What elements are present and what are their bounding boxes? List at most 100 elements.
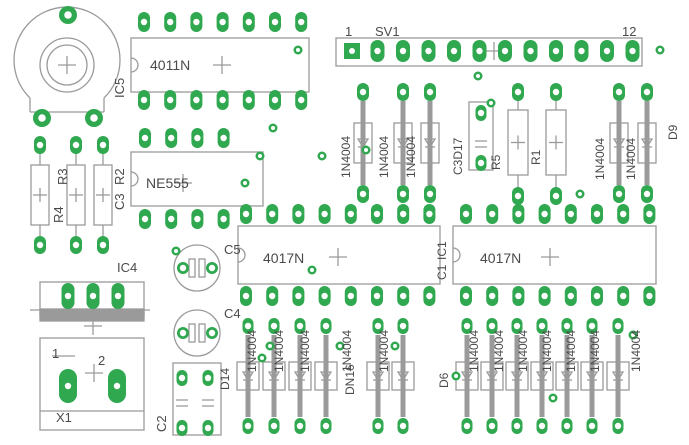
drill-hole — [89, 292, 97, 300]
drill-hole — [477, 159, 485, 167]
header-body — [335, 37, 643, 67]
drill-hole — [588, 422, 596, 430]
drill-hole — [567, 210, 574, 218]
drill-hole — [426, 190, 434, 198]
drill-hole — [244, 422, 252, 430]
drill-hole — [488, 322, 496, 330]
diode-symbol — [396, 138, 410, 149]
drill-hole — [271, 96, 279, 104]
drill-hole — [298, 96, 305, 104]
resistor-body — [66, 164, 86, 226]
drill-hole — [567, 292, 574, 300]
drill-hole — [321, 210, 328, 218]
drill-hole — [99, 241, 107, 249]
label-bottom-1n4004-d: 1N4004 — [340, 330, 354, 372]
label-x1-pin1: 1 — [52, 346, 59, 361]
diode-body — [609, 122, 629, 164]
drill-hole — [373, 292, 381, 300]
via-hole — [296, 48, 300, 52]
label-c1: C1 — [435, 264, 449, 280]
drill-hole — [462, 292, 470, 300]
label-ic5-value: 4011N — [150, 57, 190, 73]
label-r3: R3 — [55, 168, 70, 185]
drill-hole — [220, 215, 227, 223]
drill-hole — [204, 424, 212, 432]
ic-notch — [452, 247, 461, 263]
drill-hole — [269, 292, 276, 300]
diode-symbol — [585, 371, 599, 382]
drill-hole — [38, 114, 46, 122]
diode-body — [420, 122, 440, 164]
drill-hole — [244, 322, 252, 330]
drill-hole — [477, 109, 485, 117]
diode-symbol — [560, 371, 574, 382]
diode-symbol — [319, 371, 333, 382]
ic-notch — [130, 171, 139, 187]
via-hole — [658, 48, 662, 52]
label-bottom-1n4004-h: 1N4004 — [516, 330, 530, 372]
drill-hole — [242, 292, 250, 300]
via-hole — [338, 344, 342, 348]
label-bottom-1n4004-i: 1N4004 — [540, 330, 554, 372]
ic-body — [237, 225, 441, 285]
drill-hole — [90, 114, 98, 122]
diode-body — [580, 361, 604, 391]
drill-hole — [72, 141, 80, 149]
drill-hole — [168, 134, 175, 142]
label-ic4: IC4 — [117, 260, 137, 275]
cap-body — [172, 362, 222, 436]
via-hole — [489, 101, 493, 105]
terminal-body — [39, 337, 145, 431]
drill-hole — [36, 141, 44, 149]
diode-body — [637, 122, 657, 164]
diode-symbol — [293, 371, 307, 382]
label-d14: D14 — [218, 368, 232, 390]
drill-hole — [615, 190, 623, 198]
label-1n4004-right2: 1N4004 — [624, 138, 638, 180]
drill-hole — [400, 210, 407, 218]
via-hole — [310, 268, 314, 272]
drill-hole — [614, 322, 622, 330]
drill-hole — [374, 47, 381, 55]
drill-hole — [113, 382, 121, 390]
via-hole — [364, 148, 368, 152]
drill-hole — [399, 190, 407, 198]
diode-symbol — [535, 371, 549, 382]
drill-hole — [347, 292, 354, 300]
ic-notch — [130, 57, 139, 73]
drill-hole — [245, 96, 252, 104]
label-r5: R5 — [489, 154, 503, 170]
drill-hole — [178, 424, 186, 432]
drill-hole — [167, 18, 174, 26]
label-bottom-1n4004-g: 1N4004 — [492, 330, 506, 372]
drill-hole — [99, 141, 107, 149]
label-bottom-1n4004-f: 1N4004 — [467, 330, 481, 372]
drill-hole — [646, 210, 653, 218]
drill-hole — [476, 47, 483, 55]
drill-hole — [593, 292, 601, 300]
drill-hole — [72, 241, 80, 249]
via-hole — [320, 154, 324, 158]
drill-hole — [373, 210, 381, 218]
drill-hole — [538, 422, 546, 430]
drill-hole — [141, 134, 149, 142]
drill-hole — [426, 292, 433, 300]
pads — [33, 6, 665, 436]
drill-hole — [593, 210, 601, 218]
diode-body — [393, 122, 413, 164]
diode-body — [236, 361, 260, 391]
drill-hole — [359, 190, 367, 198]
drill-hole — [295, 210, 302, 218]
via-hole — [476, 74, 480, 78]
diode-symbol — [611, 371, 625, 382]
label-x1-pin2: 2 — [98, 353, 105, 368]
label-c2: C2 — [154, 415, 169, 432]
drill-hole — [643, 190, 651, 198]
drill-hole — [296, 422, 304, 430]
drill-hole — [588, 322, 596, 330]
diode-symbol — [356, 138, 370, 149]
cap-plate — [188, 258, 196, 278]
label-d9: D9 — [666, 124, 680, 140]
label-ic2-value: 4017N — [263, 250, 304, 266]
label-d6: D6 — [437, 372, 451, 388]
